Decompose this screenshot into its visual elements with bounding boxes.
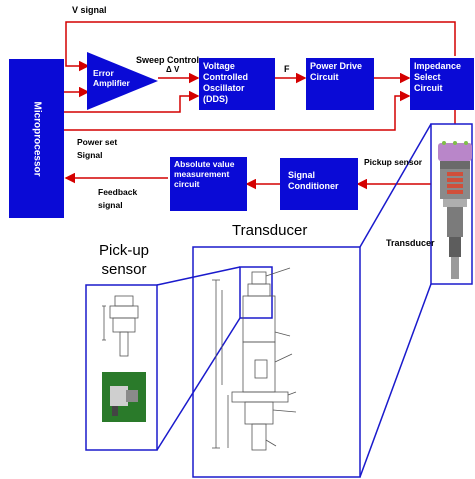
microprocessor-block: Microprocessor [9,59,64,218]
powerset-to-vco-line [64,96,198,112]
microprocessor-label: Microprocessor [31,101,42,176]
delta-v-label: Δ V [166,65,179,75]
transducer-drawing-frame [193,247,360,477]
pickup-sensor-title: Pick-up sensor [92,241,156,279]
signal-conditioner-label: Signal Conditioner [288,170,339,191]
signal-conditioner-block: Signal Conditioner [280,158,358,210]
vco-block: Voltage Controlled Oscillator (DDS) [199,58,275,110]
transducer-title: Transducer [232,222,307,239]
feedback-signal-label: Feedback signal [98,186,146,212]
sweep-control-label: Sweep Control [136,55,199,65]
impedance-select-block: Impedance Select Circuit [410,58,474,110]
power-drive-label: Power Drive Circuit [310,61,362,82]
pickup-sensor-signal-label: Pickup sensor [364,157,422,167]
power-set-label: Power set Signal [77,136,127,162]
transducer-small-label: Transducer [386,238,435,248]
absolute-value-block: Absolute value measurement circuit [170,157,247,211]
v-signal-label: V signal [72,5,107,15]
impedance-select-label: Impedance Select Circuit [414,61,461,93]
error-amplifier-label: Error Amplifier [93,68,133,88]
pickup-sensor-frame [86,285,157,450]
absolute-value-label: Absolute value measurement circuit [174,159,234,189]
f-label: F [284,64,290,74]
power-drive-block: Power Drive Circuit [306,58,374,110]
vco-label: Voltage Controlled Oscillator (DDS) [203,61,248,104]
